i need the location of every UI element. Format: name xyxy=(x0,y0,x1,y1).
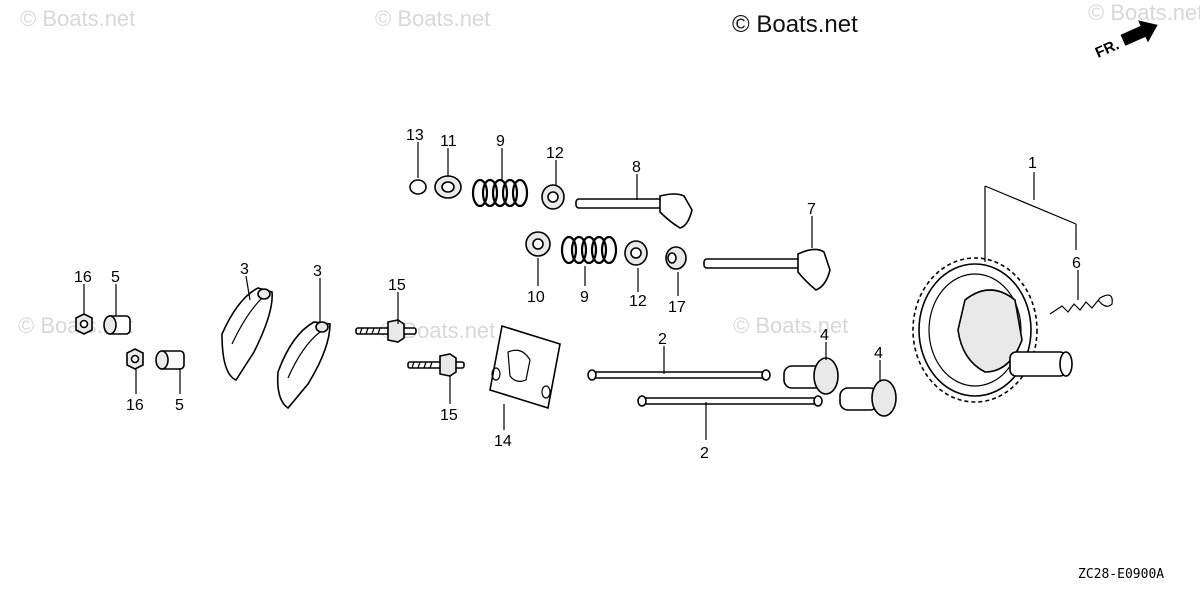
watermark: © Boats.net xyxy=(733,313,848,338)
callout-4: 4 xyxy=(874,345,883,362)
callout-7: 7 xyxy=(807,201,816,218)
brand-label: © Boats.net xyxy=(732,11,858,38)
valve-lifter-lower xyxy=(839,379,897,417)
pushrod-guide-plate xyxy=(489,324,561,410)
callout-14: 14 xyxy=(494,433,512,450)
direction-label: FR. xyxy=(1093,36,1122,61)
callout-labels: 13 11 9 12 8 7 1 6 10 9 12 17 16 5 3 3 1… xyxy=(74,127,1081,462)
exhaust-valve xyxy=(575,193,693,229)
valve-retainer-lower xyxy=(525,231,551,257)
callout-12: 12 xyxy=(629,293,647,310)
callout-9: 9 xyxy=(496,133,505,150)
valve-rotator xyxy=(665,246,687,270)
callout-11: 11 xyxy=(440,133,457,150)
watermark: © Boats.net xyxy=(1088,0,1200,25)
callout-15: 15 xyxy=(388,277,406,294)
rocker-stud-lower xyxy=(407,353,465,377)
rocker-pivot-upper xyxy=(103,315,131,335)
callout-13: 13 xyxy=(406,127,424,144)
watermark: © Boats.net xyxy=(375,6,490,31)
pushrod-upper xyxy=(587,369,771,381)
decompressor-spring xyxy=(1049,294,1113,315)
callout-3: 3 xyxy=(313,263,322,280)
callout-10: 10 xyxy=(527,289,545,306)
intake-valve xyxy=(703,248,831,291)
valve-cap xyxy=(409,179,427,195)
callout-16: 16 xyxy=(74,269,92,286)
callout-leaders xyxy=(83,142,1079,440)
direction-arrow-icon xyxy=(1120,20,1158,46)
valve-seal-lower xyxy=(624,240,648,266)
callout-15: 15 xyxy=(440,407,458,424)
callout-2: 2 xyxy=(658,331,667,348)
diagram-code: ZC28-E0900A xyxy=(1078,567,1164,582)
valve-seal-upper xyxy=(541,184,565,210)
rocker-arm-right xyxy=(276,321,331,410)
callout-3: 3 xyxy=(240,261,249,278)
rocker-stud-upper xyxy=(355,319,417,343)
callout-8: 8 xyxy=(632,159,641,176)
rocker-arm-left xyxy=(221,287,273,382)
rocker-pivot-lower xyxy=(155,350,185,370)
callout-leader-1 xyxy=(984,172,1077,262)
callout-2: 2 xyxy=(700,445,709,462)
pushrod-lower xyxy=(637,395,823,407)
callout-5: 5 xyxy=(175,397,184,414)
rocker-nut-lower xyxy=(126,348,144,370)
callout-12: 12 xyxy=(546,145,564,162)
callout-5: 5 xyxy=(111,269,120,286)
rocker-nut-upper xyxy=(75,313,93,335)
valve-lifter-upper xyxy=(783,357,839,395)
callout-1: 1 xyxy=(1028,155,1037,172)
callout-4: 4 xyxy=(820,327,829,344)
valve-retainer xyxy=(434,175,462,199)
callout-16: 16 xyxy=(126,397,144,414)
callout-9: 9 xyxy=(580,289,589,306)
callout-6: 6 xyxy=(1072,255,1081,272)
watermark: © Boats.net xyxy=(20,6,135,31)
callout-17: 17 xyxy=(668,299,686,316)
valve-spring-upper xyxy=(471,178,529,208)
valve-spring-lower xyxy=(560,235,618,265)
camshaft-assembly xyxy=(912,257,1073,403)
